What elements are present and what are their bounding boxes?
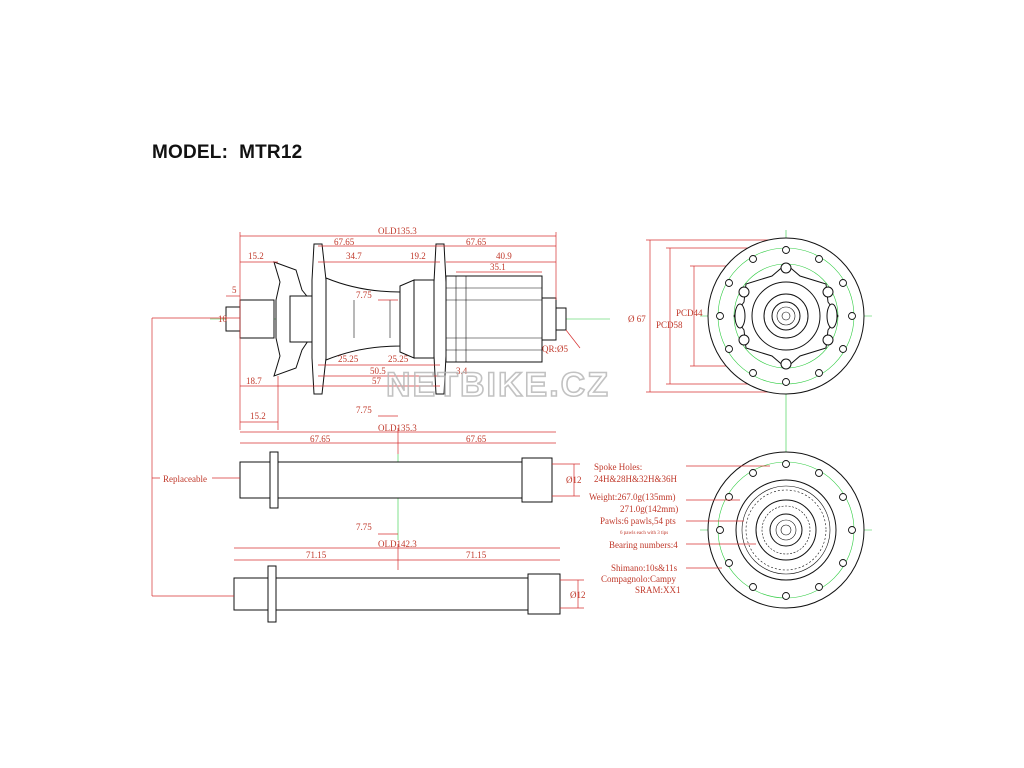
dim-spacer-top: 7.75 <box>356 290 372 300</box>
dim-142-left: 71.15 <box>306 550 327 560</box>
hub-front-view-disc <box>646 230 872 470</box>
dim-freehub: 40.9 <box>496 251 512 261</box>
spec-sram: SRAM:XX1 <box>635 585 681 595</box>
spoke-holes-drive <box>716 460 856 600</box>
spec-weight-142: 271.0g(142mm) <box>620 504 678 514</box>
hub-side-view <box>210 243 610 395</box>
dim-freehub-body: 35.1 <box>490 262 506 272</box>
spec-spoke-holes-label: Spoke Holes: <box>594 462 642 472</box>
dim-left-end: 15.2 <box>248 251 264 261</box>
dim-flange-right: 25.25 <box>388 354 409 364</box>
spec-shimano: Shimano:10s&11s <box>611 563 678 573</box>
end-cap-left <box>239 299 275 339</box>
replaceable-label: Replaceable <box>163 474 207 484</box>
dim-disk-offset: 18.7 <box>246 376 262 386</box>
left-flange <box>311 243 327 395</box>
dim-pcd44: PCD44 <box>676 308 703 318</box>
dim-old-142: OLD142.3 <box>378 539 417 549</box>
dim-flange-total: 50.5 <box>370 366 386 376</box>
dim-center-right: 19.2 <box>410 251 426 261</box>
spec-pawls-note: 6 pawls each with 3 tips <box>620 531 668 536</box>
spec-pawls: Pawls:6 pawls,54 pts <box>600 516 676 526</box>
dim-right-offset: 3.4 <box>456 366 468 376</box>
axle-142-tube <box>233 577 561 611</box>
dim-bottom-end: 15.2 <box>250 411 266 421</box>
right-shell-body <box>413 279 435 359</box>
dim-flange-left: 25.25 <box>338 354 359 364</box>
dim-center-left: 34.7 <box>346 251 362 261</box>
right-flange-taper <box>399 279 415 359</box>
specs-block: Spoke Holes: 24H&28H&32H&36H Weight:267.… <box>589 462 681 595</box>
dim-diameter-67: Ø 67 <box>628 314 646 324</box>
dim-pcd-total: 57 <box>372 376 382 386</box>
dim-right-flange: 67.65 <box>466 237 487 247</box>
model-title: MODEL: MTR12 <box>152 142 303 163</box>
dim-142-diameter: Ø12 <box>570 590 586 600</box>
spec-spoke-holes: 24H&28H&32H&36H <box>594 474 678 484</box>
spec-leaders <box>686 465 770 569</box>
dim-pcd58: PCD58 <box>656 320 683 330</box>
dim-bottom-spacer: 7.75 <box>356 405 372 415</box>
side-dimensions <box>226 232 581 430</box>
spec-bearings: Bearing numbers:4 <box>609 540 678 550</box>
disc-mount-core <box>289 295 313 343</box>
axle-135-drawing <box>239 428 580 540</box>
axle-142-drawing <box>233 544 584 623</box>
dim-axle-small: 5 <box>232 285 237 295</box>
dim-axle-d: 10 <box>218 314 228 324</box>
dim-135-left: 67.65 <box>310 434 331 444</box>
dim-old-135: OLD135.3 <box>378 423 417 433</box>
axle-end-right <box>555 307 567 331</box>
freehub-end-cap <box>541 297 557 341</box>
axle-135-tube <box>239 461 553 499</box>
spoke-holes-disc <box>716 246 856 386</box>
dim-old-side: OLD135.3 <box>378 226 417 236</box>
spec-weight-135: Weight:267.0g(135mm) <box>589 492 676 502</box>
replaceable-bracket <box>151 317 240 597</box>
axle-end-left <box>225 306 241 332</box>
dim-135-diameter: Ø12 <box>566 475 582 485</box>
hub-front-view-drive <box>700 451 872 609</box>
spec-campagnolo: Compagnolo:Campy <box>601 574 676 584</box>
dim-142-right: 71.15 <box>466 550 487 560</box>
watermark: NETBIKE.CZ <box>386 366 610 404</box>
freehub-body <box>445 275 543 363</box>
dim-qr: QR:Ø5 <box>542 344 569 354</box>
dim-135-right: 67.65 <box>466 434 487 444</box>
dim-135-spacer: 7.75 <box>356 522 372 532</box>
dim-left-flange: 67.65 <box>334 237 355 247</box>
